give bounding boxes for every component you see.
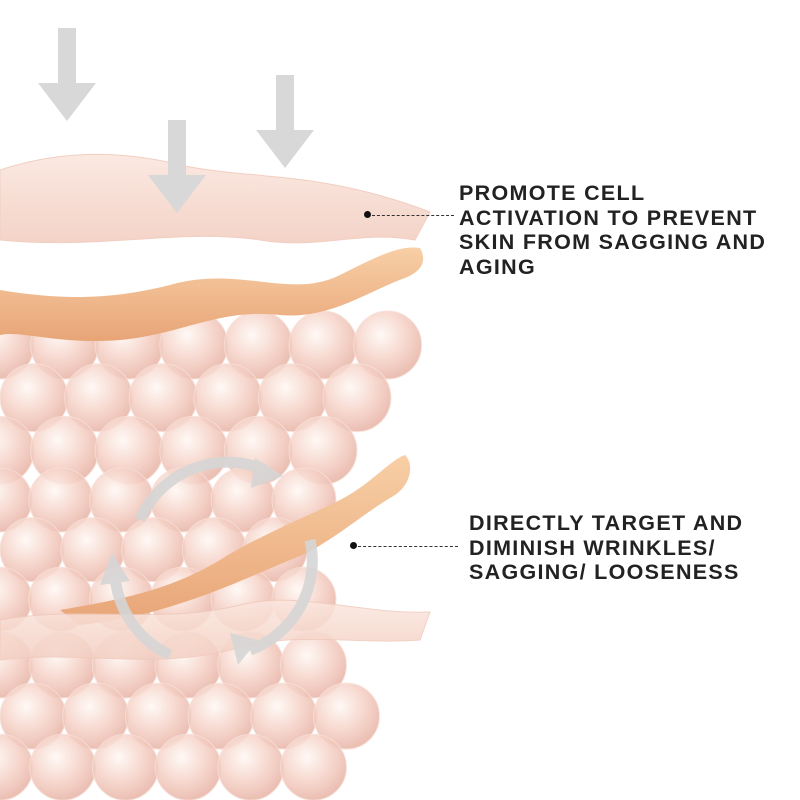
callout-cell-activation: PROMOTE CELL ACTIVATION TO PREVENT SKIN … — [459, 181, 766, 279]
top-skin-layer — [0, 153, 431, 244]
circular-renewal-arrows-icon — [100, 456, 318, 665]
callout-line: SAGGING/ LOOSENESS — [469, 560, 740, 584]
callout-line: PROMOTE CELL — [459, 181, 646, 205]
cell-bubble — [29, 733, 97, 800]
down-arrow-icon — [148, 120, 206, 213]
callout-2-dot — [350, 542, 357, 549]
cell-bubble — [154, 733, 222, 800]
lower-collagen-band — [60, 455, 411, 625]
cell-bubble — [91, 733, 159, 800]
lower-skin-layer — [0, 599, 431, 661]
callout-wrinkles: DIRECTLY TARGET AND DIMINISH WRINKLES/ S… — [469, 511, 743, 585]
callout-line: ACTIVATION TO PREVENT — [459, 205, 758, 230]
cell-bubble — [217, 733, 285, 800]
callout-1-leader-line — [372, 215, 454, 216]
callout-line: AGING — [459, 254, 536, 279]
down-arrow-icon — [38, 28, 96, 121]
callout-1-dot — [364, 211, 371, 218]
pressure-arrows — [38, 28, 314, 213]
callout-line: DIMINISH WRINKLES/ — [469, 535, 716, 560]
callout-line: SKIN FROM SAGGING AND — [459, 230, 767, 254]
cell-bubble — [353, 310, 423, 380]
cell-bubbles — [0, 310, 423, 800]
callout-line: DIRECTLY TARGET AND — [469, 511, 744, 535]
cell-bubble — [322, 363, 392, 433]
cell-bubble — [313, 682, 380, 750]
down-arrow-icon — [256, 75, 314, 168]
upper-collagen-band — [0, 247, 424, 342]
cell-bubble — [280, 733, 347, 800]
callout-2-leader-line — [358, 546, 458, 547]
